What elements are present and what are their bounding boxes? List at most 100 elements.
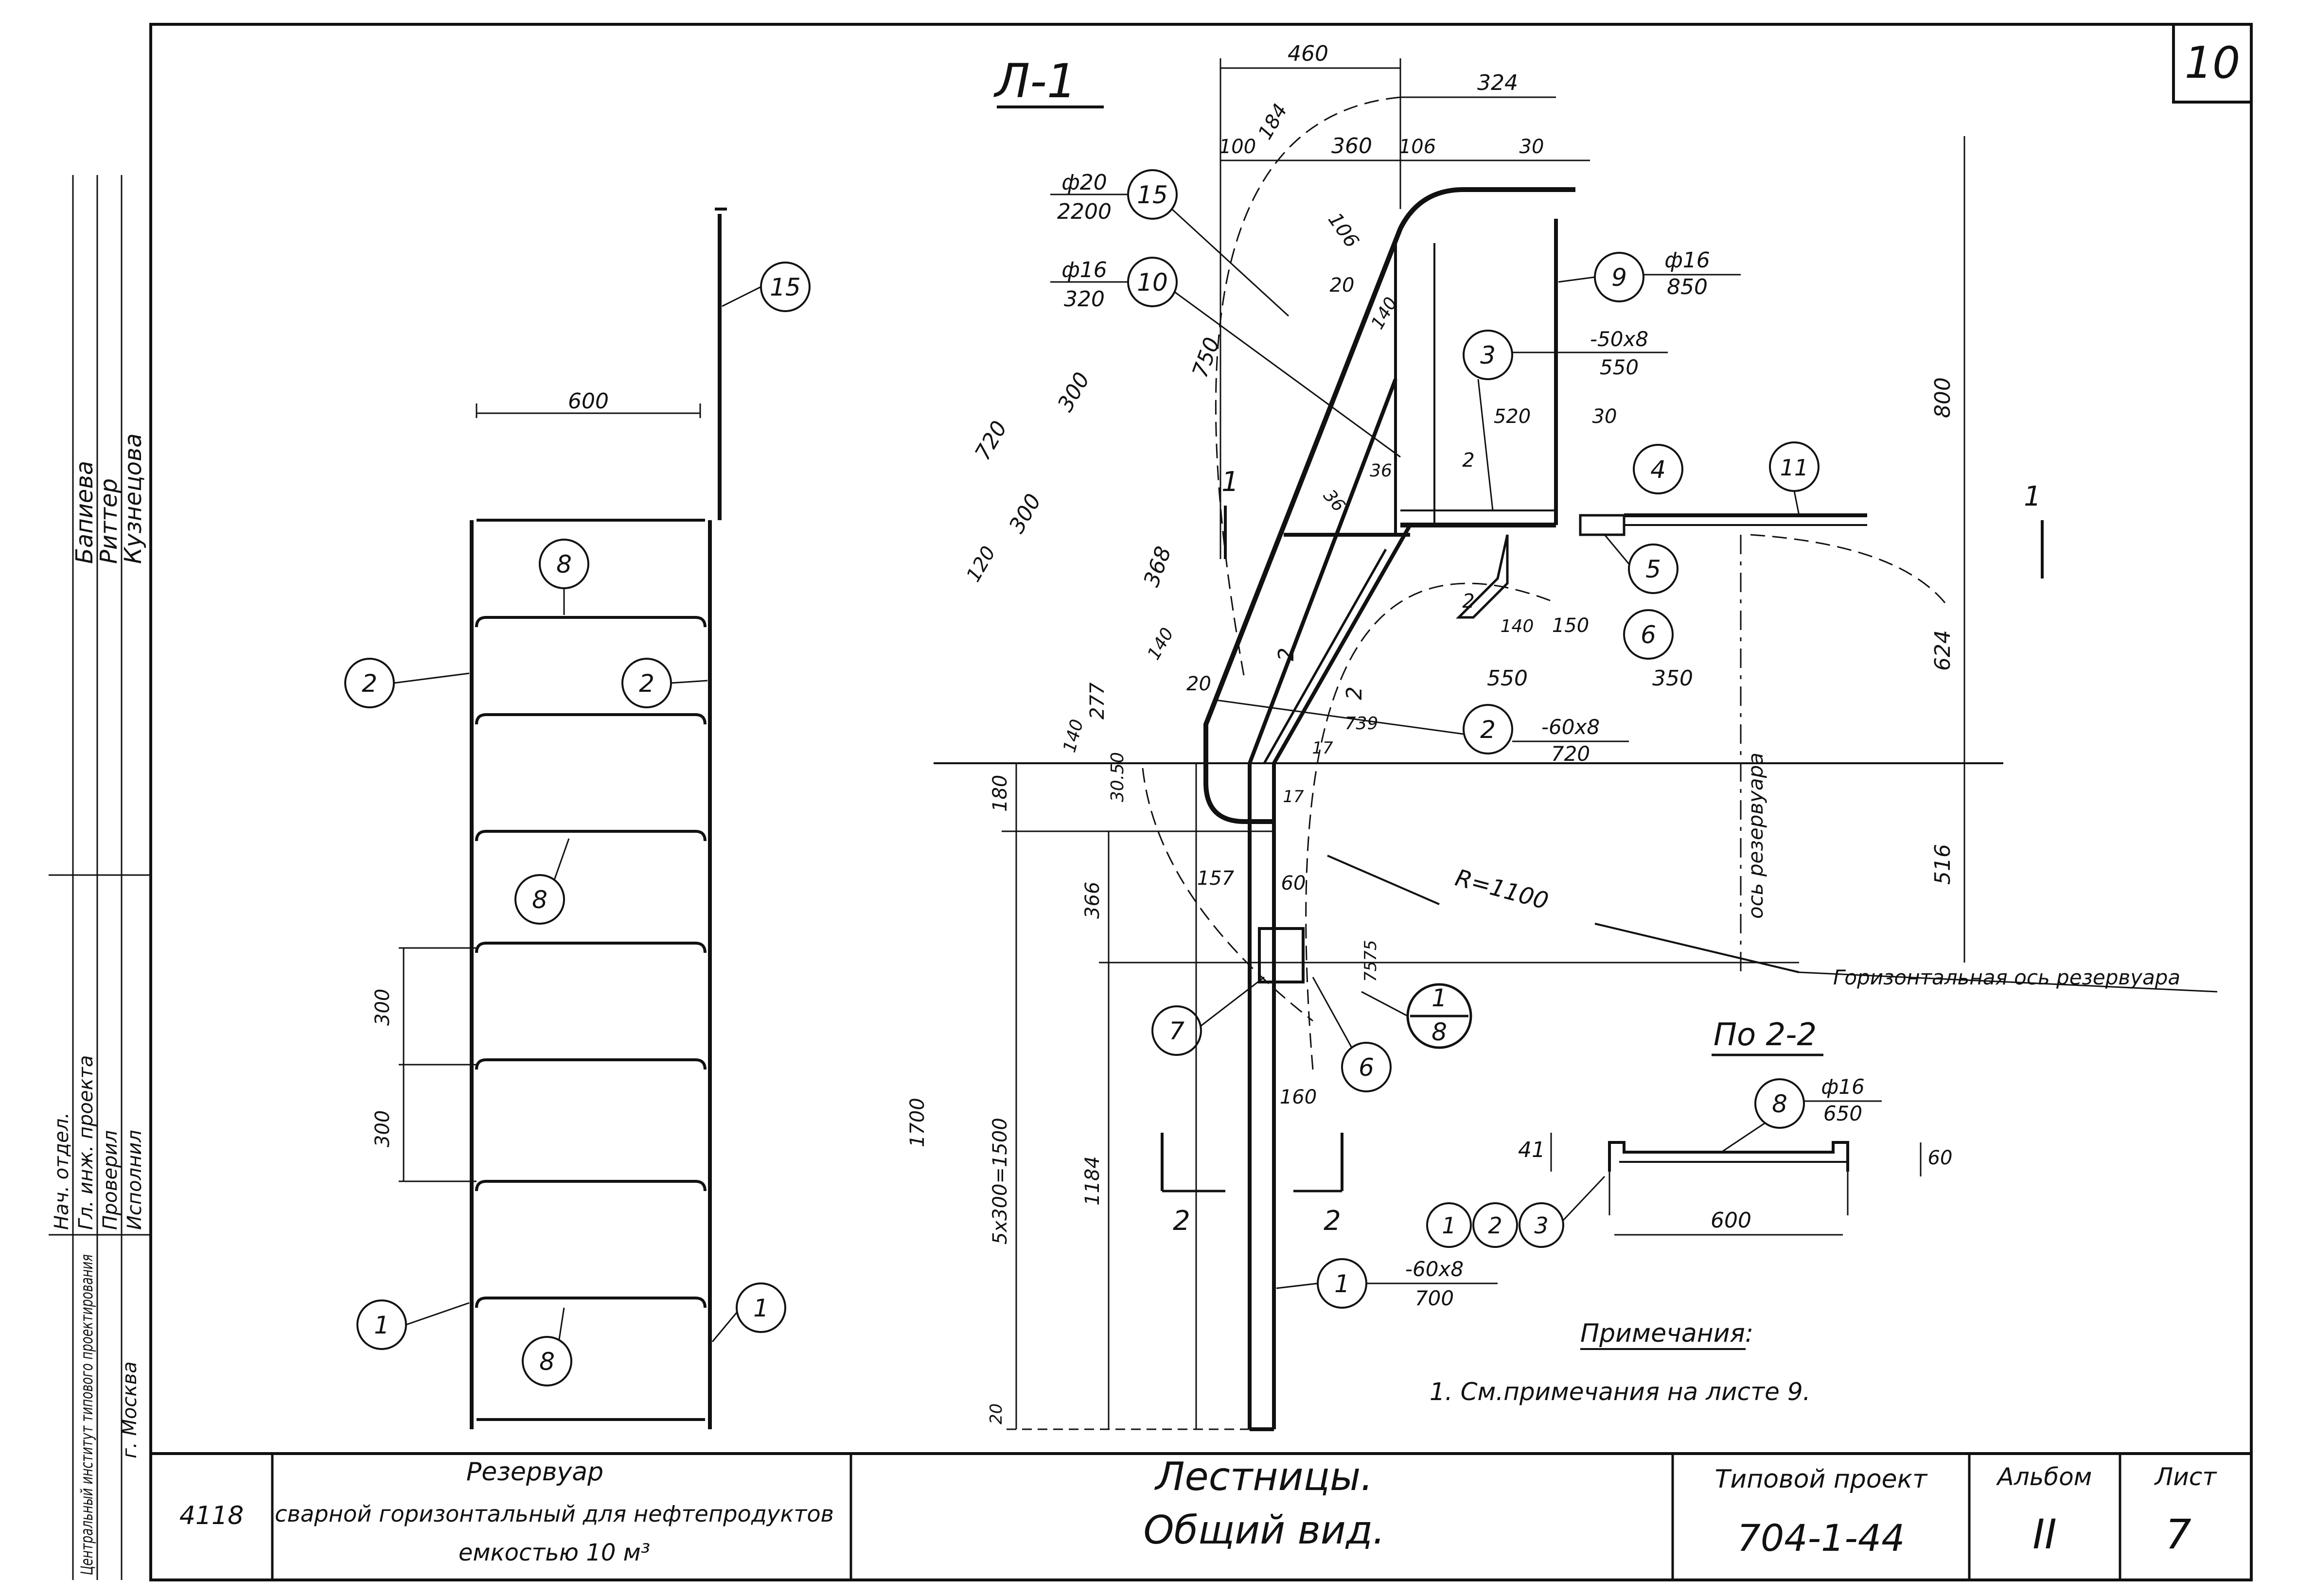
svg-text:2: 2: [639, 669, 654, 698]
dim-300a: 300: [1053, 368, 1095, 416]
section-dim-60: 60: [1928, 1147, 1953, 1169]
main-view-geometry: [934, 58, 2218, 1431]
dim-739: 739: [1345, 714, 1378, 734]
side-dim-300a: 300: [371, 989, 394, 1026]
dim-460: 460: [1288, 41, 1328, 66]
balloon-5: 5: [1604, 534, 1679, 594]
dim-550: 550: [1487, 666, 1528, 691]
callout-9: 9 ф16 850: [1558, 248, 1741, 302]
section-title: По 2-2: [1714, 1017, 1817, 1053]
dim-17a: 17: [1312, 738, 1333, 758]
svg-text:11: 11: [1780, 455, 1809, 481]
side-dim-300b: 300: [371, 1110, 394, 1147]
dim-20: 20: [1330, 274, 1355, 297]
svg-text:3: 3: [1534, 1212, 1548, 1239]
svg-text:720: 720: [1551, 742, 1590, 766]
section-2-2-geometry: [1550, 1133, 1922, 1236]
balloon-4: 4: [1633, 444, 1683, 494]
section-dim-600: 600: [1711, 1208, 1751, 1233]
dim-800: 800: [1930, 377, 1955, 418]
svg-text:8: 8: [532, 886, 548, 914]
tank-axis-vertical: ось резервуара: [1744, 753, 1767, 919]
svg-text:6: 6: [1641, 621, 1656, 649]
dim-140-left: 140: [1144, 624, 1178, 663]
dim-20-bottom: 20: [987, 1403, 1006, 1424]
section-mark-1-right: 1: [2024, 481, 2041, 512]
dim-720: 720: [970, 417, 1012, 464]
margin-role-2: Гл. инж. проекта: [75, 1055, 97, 1230]
title-drawing: Лестницы.: [1154, 1454, 1373, 1499]
dim-140-mid: 140: [1501, 616, 1534, 636]
dim-2b: 2: [1462, 590, 1474, 613]
balloon-6-bottom: 6: [1312, 977, 1392, 1092]
svg-text:9: 9: [1611, 263, 1627, 292]
dim-157: 157: [1197, 867, 1235, 890]
callout-3: 3 -50x8 550: [1463, 327, 1668, 511]
callout-1: 1 -60x8 700: [1276, 1257, 1498, 1310]
dim-17b: 17: [1283, 787, 1304, 807]
dim-277: 277: [1086, 682, 1109, 719]
title-sheet-label: Лист: [2154, 1463, 2218, 1491]
svg-text:3: 3: [1480, 341, 1496, 369]
section-balloons-1-2-3: 1 2 3: [1426, 1175, 1606, 1248]
side-view-ladder: [399, 208, 727, 1429]
svg-text:ф16: ф16: [1664, 248, 1710, 273]
side-balloon-8-mid: 8: [514, 838, 570, 925]
side-balloon-2-right: 2: [621, 658, 708, 708]
dim-1184: 1184: [1081, 1156, 1104, 1206]
side-dim-600: 600: [568, 389, 609, 414]
svg-text:15: 15: [1137, 181, 1168, 209]
svg-text:7: 7: [1169, 1017, 1184, 1045]
tank-axis-horizontal: Горизонтальная ось резервуара: [1833, 965, 2180, 989]
dim-360: 360: [1331, 134, 1372, 158]
dim-140-b: 140: [1060, 717, 1087, 754]
margin-role-3: Проверил: [99, 1130, 122, 1230]
svg-text:550: 550: [1600, 355, 1639, 379]
title-album-label: Альбом: [1996, 1463, 2092, 1491]
svg-text:1: 1: [1442, 1212, 1456, 1239]
title-block-grid: [271, 1454, 2121, 1580]
dim-100: 100: [1219, 136, 1256, 158]
dim-366: 366: [1081, 882, 1104, 919]
svg-text:-60x8: -60x8: [1405, 1257, 1464, 1281]
dim-2a: 2: [1462, 449, 1474, 472]
dim-7575: 7575: [1361, 940, 1380, 982]
svg-text:2: 2: [362, 669, 377, 698]
dim-20-left: 20: [1186, 673, 1211, 695]
title-sheet-value: 7: [2165, 1510, 2191, 1558]
svg-text:ф16: ф16: [1821, 1075, 1864, 1099]
dim-36a: 36: [1370, 461, 1392, 481]
main-view-title: Л-1: [993, 54, 1077, 108]
section-mark-2-c1: 2: [1274, 648, 1299, 661]
svg-text:-60x8: -60x8: [1541, 715, 1600, 739]
dim-60: 60: [1281, 872, 1306, 894]
section-callout-8: 8 ф16 650: [1721, 1075, 1882, 1153]
svg-text:850: 850: [1667, 275, 1708, 299]
dim-520: 520: [1494, 405, 1531, 428]
dim-184: 184: [1254, 100, 1292, 143]
title-object: Резервуар: [466, 1457, 603, 1487]
side-balloon-1-right: 1: [711, 1282, 786, 1342]
notes-title: Примечания:: [1580, 1319, 1753, 1348]
dim-5x300: 5x300=1500: [989, 1118, 1011, 1245]
dim-516: 516: [1930, 844, 1955, 885]
svg-text:ф20: ф20: [1061, 170, 1107, 195]
dim-750: 750: [1187, 334, 1225, 381]
callout-10: 10 ф16 320: [1050, 257, 1401, 458]
margin-city: г. Москва: [119, 1361, 141, 1458]
title-album-value: II: [2032, 1510, 2057, 1558]
svg-text:1: 1: [1334, 1270, 1350, 1298]
svg-text:4: 4: [1650, 456, 1666, 484]
section-mark-1-left: 1: [1221, 466, 1239, 498]
svg-text:1: 1: [753, 1294, 769, 1322]
section-mark-2-bl: 2: [1173, 1205, 1190, 1237]
dim-324: 324: [1477, 70, 1518, 95]
svg-text:-50x8: -50x8: [1590, 327, 1648, 351]
side-balloon-8-bottom: 8: [522, 1307, 572, 1386]
sheet-frame: [149, 23, 2253, 1581]
dim-180: 180: [989, 775, 1011, 812]
dim-106-diag: 106: [1324, 209, 1363, 252]
margin-role-4: Исполнил: [124, 1130, 146, 1230]
svg-text:700: 700: [1415, 1286, 1454, 1310]
